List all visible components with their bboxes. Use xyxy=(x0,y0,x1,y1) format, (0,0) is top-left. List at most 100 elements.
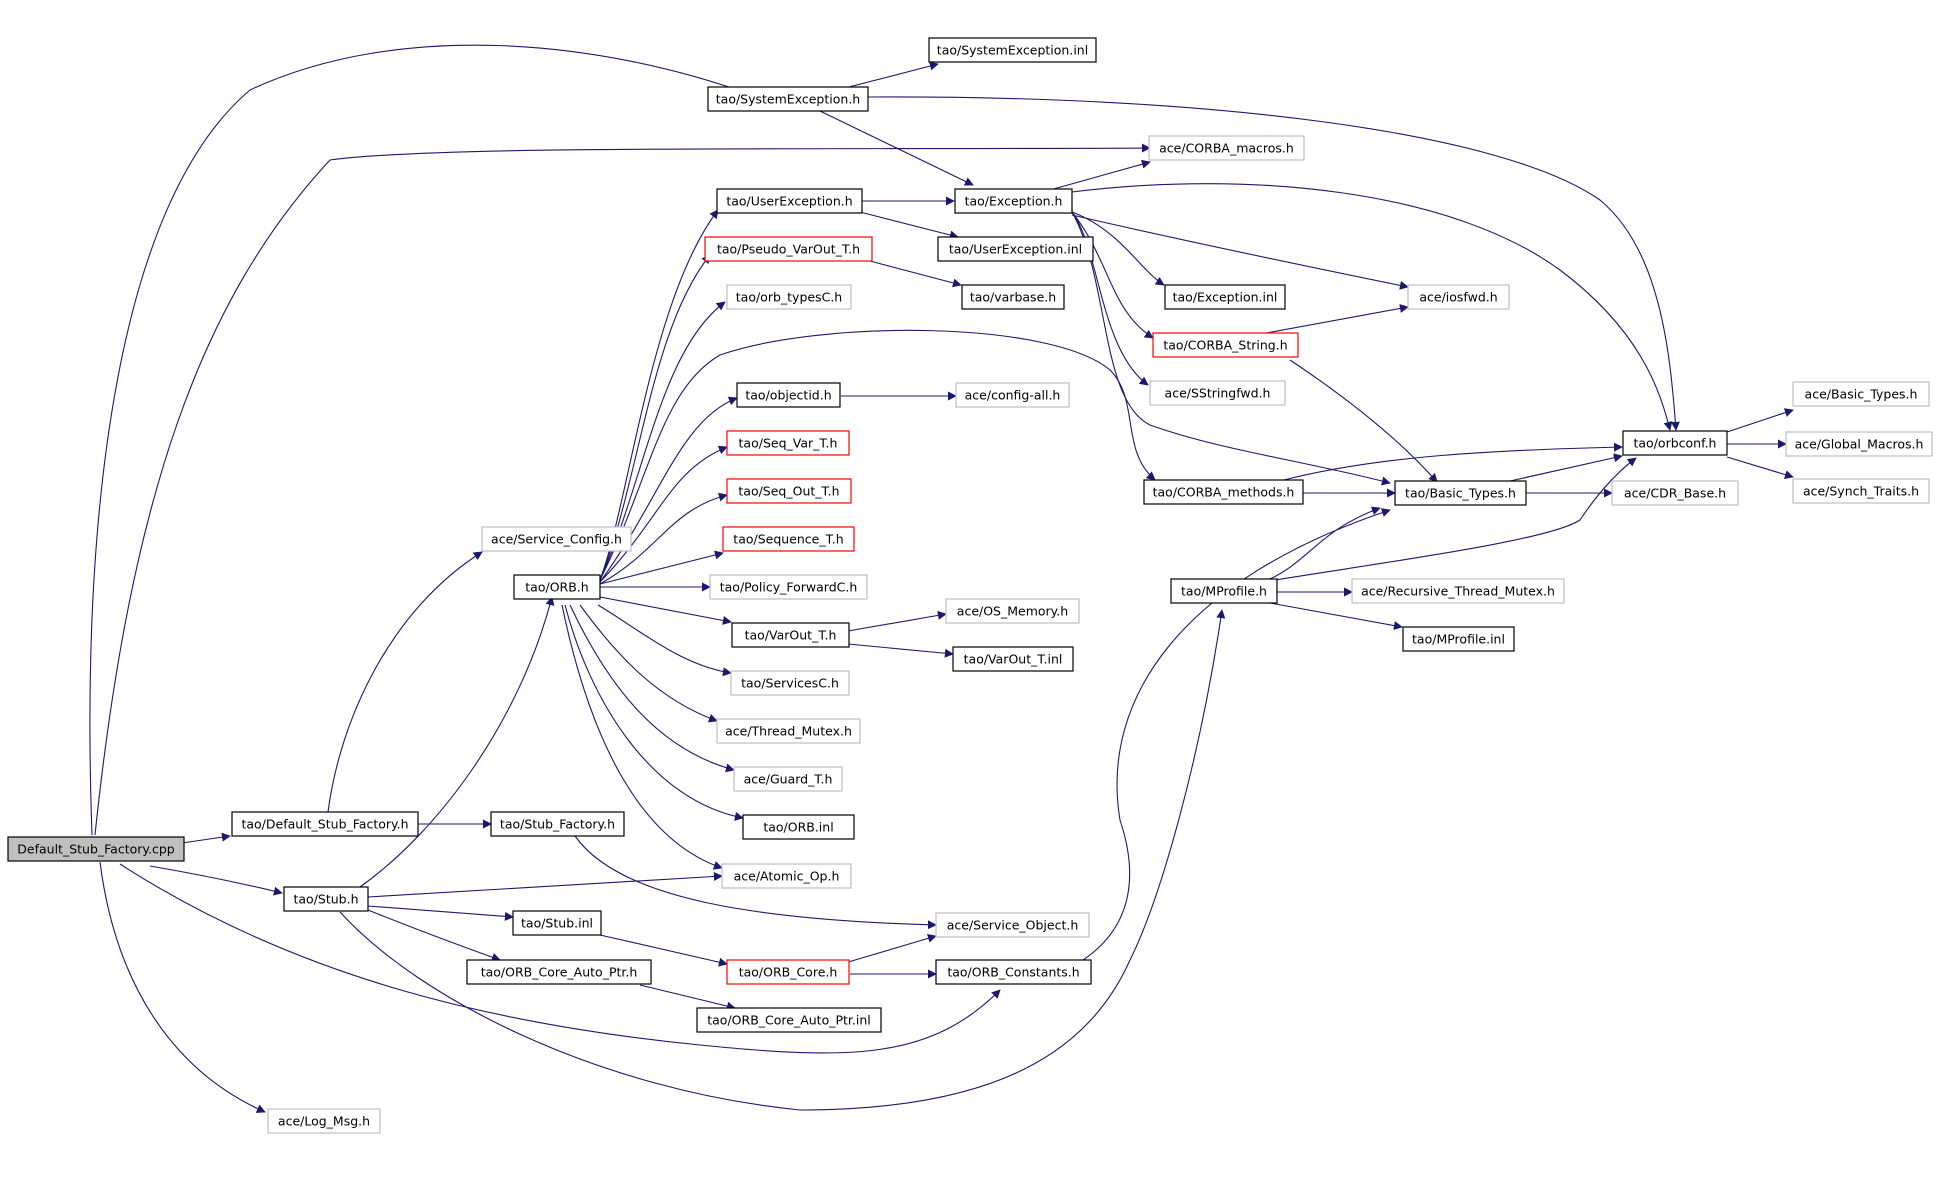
node-box[interactable] xyxy=(716,188,863,214)
node-box[interactable] xyxy=(1785,431,1933,457)
node-globalmac[interactable]: ace/Global_Macros.h xyxy=(1785,431,1933,457)
node-guard[interactable]: ace/Guard_T.h xyxy=(733,766,843,792)
node-orbcapinl[interactable]: tao/ORB_Core_Auto_Ptr.inl xyxy=(696,1007,882,1033)
node-thrmutex[interactable]: ace/Thread_Mutex.h xyxy=(716,718,861,744)
node-box[interactable] xyxy=(716,718,861,744)
node-box[interactable] xyxy=(1152,332,1299,358)
node-box[interactable] xyxy=(935,959,1092,985)
node-box[interactable] xyxy=(696,1007,882,1033)
node-box[interactable] xyxy=(1792,381,1930,407)
node-orbcore[interactable]: tao/ORB_Core.h xyxy=(726,959,850,985)
node-box[interactable] xyxy=(1143,479,1304,505)
node-box[interactable] xyxy=(726,284,852,310)
node-box[interactable] xyxy=(722,526,855,552)
node-mprofile[interactable]: tao/MProfile.h xyxy=(1170,578,1278,604)
node-cdrbase[interactable]: ace/CDR_Base.h xyxy=(1611,480,1739,506)
node-exc[interactable]: tao/Exception.h xyxy=(954,188,1073,214)
node-box[interactable] xyxy=(1164,284,1286,310)
node-acebasic[interactable]: ace/Basic_Types.h xyxy=(1792,381,1930,407)
node-box[interactable] xyxy=(1407,284,1510,310)
node-box[interactable] xyxy=(707,86,869,112)
node-box[interactable] xyxy=(231,811,419,837)
node-box[interactable] xyxy=(954,188,1073,214)
node-box[interactable] xyxy=(1792,478,1930,504)
node-sysexcinl[interactable]: tao/SystemException.inl xyxy=(928,37,1097,63)
node-box[interactable] xyxy=(490,811,625,837)
node-box[interactable] xyxy=(283,886,369,912)
node-corbastr[interactable]: tao/CORBA_String.h xyxy=(1152,332,1299,358)
node-sequence[interactable]: tao/Sequence_T.h xyxy=(722,526,855,552)
node-box[interactable] xyxy=(935,912,1090,938)
node-box[interactable] xyxy=(704,236,873,262)
node-box[interactable] xyxy=(1394,480,1527,506)
node-box[interactable] xyxy=(937,236,1094,262)
node-excinl[interactable]: tao/Exception.inl xyxy=(1164,284,1286,310)
node-sysexc[interactable]: tao/SystemException.h xyxy=(707,86,869,112)
node-sstrfwd[interactable]: ace/SStringfwd.h xyxy=(1149,380,1286,406)
node-atomic[interactable]: ace/Atomic_Op.h xyxy=(721,863,852,889)
node-box[interactable] xyxy=(1170,578,1278,604)
node-box[interactable] xyxy=(726,478,852,504)
node-box[interactable] xyxy=(7,836,185,862)
node-seqout[interactable]: tao/Seq_Out_T.h xyxy=(726,478,852,504)
node-stubfac[interactable]: tao/Stub_Factory.h xyxy=(490,811,625,837)
node-box[interactable] xyxy=(733,766,843,792)
node-box[interactable] xyxy=(731,622,850,648)
node-box[interactable] xyxy=(481,526,632,552)
node-pseudo[interactable]: tao/Pseudo_VarOut_T.h xyxy=(704,236,873,262)
node-box[interactable] xyxy=(267,1108,381,1134)
node-root[interactable]: Default_Stub_Factory.cpp xyxy=(7,836,185,862)
node-servicesc[interactable]: tao/ServicesC.h xyxy=(730,670,850,696)
node-box[interactable] xyxy=(1611,480,1739,506)
node-policyfwd[interactable]: tao/Policy_ForwardC.h xyxy=(709,574,868,600)
node-box[interactable] xyxy=(512,910,602,936)
node-configall[interactable]: ace/config-all.h xyxy=(955,382,1070,408)
node-box[interactable] xyxy=(1149,380,1286,406)
node-orbinl[interactable]: tao/ORB.inl xyxy=(742,814,855,840)
node-corbameth[interactable]: tao/CORBA_methods.h xyxy=(1143,479,1304,505)
node-box[interactable] xyxy=(1622,430,1728,456)
node-box[interactable] xyxy=(955,382,1070,408)
node-box[interactable] xyxy=(961,284,1065,310)
node-userexc[interactable]: tao/UserException.h xyxy=(716,188,863,214)
node-varoutinl[interactable]: tao/VarOut_T.inl xyxy=(952,646,1074,672)
node-box[interactable] xyxy=(928,37,1097,63)
node-seqvar[interactable]: tao/Seq_Var_T.h xyxy=(726,430,850,456)
node-orbcap[interactable]: tao/ORB_Core_Auto_Ptr.h xyxy=(466,959,652,985)
node-orbconf[interactable]: tao/orbconf.h xyxy=(1622,430,1728,456)
node-stubinl[interactable]: tao/Stub.inl xyxy=(512,910,602,936)
node-iosfwd[interactable]: ace/iosfwd.h xyxy=(1407,284,1510,310)
node-box[interactable] xyxy=(466,959,652,985)
node-box[interactable] xyxy=(726,430,850,456)
node-svcobj[interactable]: ace/Service_Object.h xyxy=(935,912,1090,938)
node-dsf[interactable]: tao/Default_Stub_Factory.h xyxy=(231,811,419,837)
node-box[interactable] xyxy=(1148,135,1305,161)
node-box[interactable] xyxy=(721,863,852,889)
node-box[interactable] xyxy=(945,598,1080,624)
node-box[interactable] xyxy=(736,382,841,408)
node-orb[interactable]: tao/ORB.h xyxy=(513,574,601,600)
node-basictypes[interactable]: tao/Basic_Types.h xyxy=(1394,480,1527,506)
node-varout[interactable]: tao/VarOut_T.h xyxy=(731,622,850,648)
node-box[interactable] xyxy=(726,959,850,985)
node-box[interactable] xyxy=(1351,578,1565,604)
node-box[interactable] xyxy=(730,670,850,696)
node-stub[interactable]: tao/Stub.h xyxy=(283,886,369,912)
node-svcconf[interactable]: ace/Service_Config.h xyxy=(481,526,632,552)
node-logmsg[interactable]: ace/Log_Msg.h xyxy=(267,1108,381,1134)
node-box[interactable] xyxy=(513,574,601,600)
node-objectid[interactable]: tao/objectid.h xyxy=(736,382,841,408)
node-synch[interactable]: ace/Synch_Traits.h xyxy=(1792,478,1930,504)
node-orbtypes[interactable]: tao/orb_typesC.h xyxy=(726,284,852,310)
node-box[interactable] xyxy=(952,646,1074,672)
node-box[interactable] xyxy=(709,574,868,600)
node-userexcinl[interactable]: tao/UserException.inl xyxy=(937,236,1094,262)
node-box[interactable] xyxy=(1402,626,1515,652)
node-recmutex[interactable]: ace/Recursive_Thread_Mutex.h xyxy=(1351,578,1565,604)
node-varbase[interactable]: tao/varbase.h xyxy=(961,284,1065,310)
node-box[interactable] xyxy=(742,814,855,840)
node-osmem[interactable]: ace/OS_Memory.h xyxy=(945,598,1080,624)
node-orbconst[interactable]: tao/ORB_Constants.h xyxy=(935,959,1092,985)
node-corbamac[interactable]: ace/CORBA_macros.h xyxy=(1148,135,1305,161)
node-mprofileinl[interactable]: tao/MProfile.inl xyxy=(1402,626,1515,652)
